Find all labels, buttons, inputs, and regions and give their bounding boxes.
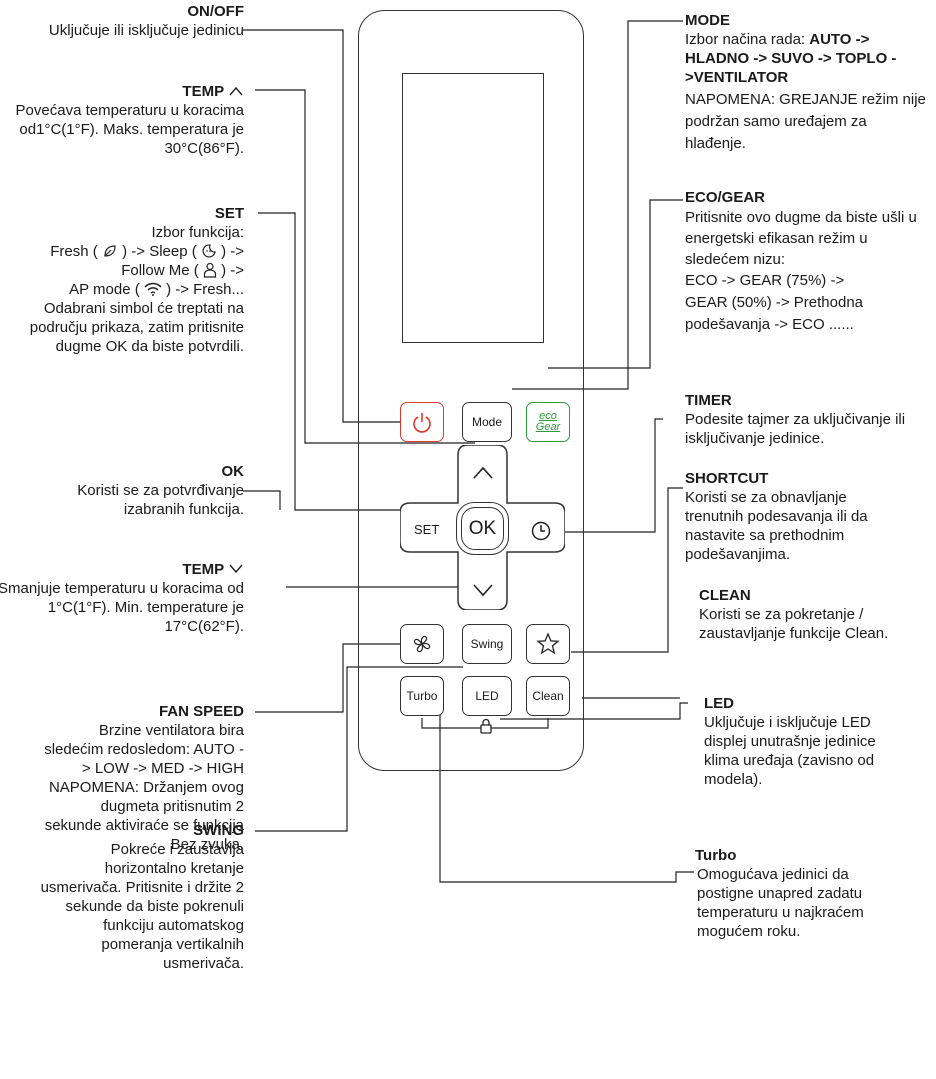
- remote-display: [402, 73, 544, 343]
- chevron-up-icon: [473, 466, 493, 479]
- note-remark: NAPOMENA: GREJANJE režim nije podržan sa…: [685, 91, 926, 152]
- note-swing: SWING Pokreće i zaustavlja horizontalno …: [29, 821, 244, 973]
- led-button[interactable]: LED: [462, 676, 512, 716]
- leaf-icon: [104, 245, 116, 257]
- note-timer: TIMER Podesite tajmer za uključivanje il…: [685, 391, 935, 448]
- set-line-5: Odabrani simbol će treptati na području …: [29, 300, 244, 355]
- mode-button[interactable]: Mode: [462, 402, 512, 442]
- note-remark: NAPOMENA: Držanjem ovog dugmeta pritisnu…: [44, 779, 244, 853]
- note-text: Koristi se za potvrđivanje izabranih fun…: [77, 482, 244, 518]
- note-title: TEMP: [0, 82, 244, 101]
- clock-icon: [531, 521, 551, 541]
- swing-button[interactable]: Swing: [462, 624, 512, 664]
- note-text: Uključuje ili isključuje jedinicu: [48, 22, 244, 39]
- star-icon: [536, 632, 560, 655]
- note-title: Turbo: [695, 847, 737, 864]
- note-title: SHORTCUT: [685, 470, 769, 487]
- set-line-4: AP mode ( ) -> Fresh...: [69, 281, 244, 298]
- temp-down-button[interactable]: [470, 580, 496, 600]
- note-shortcut: SHORTCUT Koristi se za obnavljanje trenu…: [685, 469, 885, 564]
- note-text: Podesite tajmer za uključivanje ili iskl…: [685, 411, 906, 447]
- note-temp-down: TEMP Smanjuje temperaturu u koracima od …: [0, 560, 244, 636]
- sleep-icon: [202, 244, 216, 258]
- note-clean: CLEAN Koristi se za pokretanje / zaustav…: [699, 586, 934, 643]
- note-mode: MODE Izbor načina rada: AUTO -> HLADNO -…: [685, 11, 931, 155]
- eco-text: eco: [539, 410, 557, 422]
- ok-label: OK: [461, 507, 504, 550]
- power-icon: [413, 413, 431, 433]
- note-title: TIMER: [685, 392, 732, 409]
- turbo-button[interactable]: Turbo: [400, 676, 444, 716]
- fan-icon: [413, 635, 431, 653]
- set-line-2: Fresh ( ) -> Sleep ( ) ->: [50, 243, 244, 260]
- note-title: ON/OFF: [187, 3, 244, 20]
- note-title: ECO/GEAR: [685, 189, 766, 206]
- note-text: Omogućava jedinici da postigne unapred z…: [697, 866, 864, 940]
- note-title: FAN SPEED: [158, 703, 244, 720]
- set-button[interactable]: SET: [414, 522, 440, 537]
- chevron-down-icon: [473, 584, 493, 597]
- note-ok: OK Koristi se za potvrđivanje izabranih …: [14, 462, 244, 519]
- chevron-up-icon: [229, 86, 243, 96]
- ok-button[interactable]: OK: [456, 502, 509, 555]
- note-sequence: ECO -> GEAR (75%) -> GEAR (50%) -> Preth…: [685, 272, 864, 333]
- note-temp-up: TEMP Povećava temperaturu u koracima od1…: [0, 82, 244, 158]
- note-title: SET: [214, 205, 244, 222]
- note-text: Izbor načina rada: AUTO -> HLADNO -> SUV…: [685, 31, 897, 86]
- fan-speed-button[interactable]: [400, 624, 444, 664]
- eco-gear-button[interactable]: eco Gear: [526, 402, 570, 442]
- note-text: Koristi se za obnavljanje trenutnih pode…: [685, 489, 868, 563]
- note-text: Brzine ventilatora bira sledećim redosle…: [44, 722, 244, 777]
- set-line-1: Izbor funkcija:: [151, 224, 244, 241]
- note-text: Pritisnite ovo dugme da biste ušli u ene…: [685, 209, 917, 268]
- note-text: Povećava temperaturu u koracima od1°C(1°…: [15, 102, 244, 157]
- note-turbo: Turbo Omogućava jedinici da postigne una…: [695, 846, 885, 941]
- remote-body: [358, 10, 584, 771]
- note-text: Pokreće i zaustavlja horizontalno kretan…: [40, 841, 244, 972]
- dpad[interactable]: [400, 445, 565, 610]
- note-text: Koristi se za pokretanje / zaustavljanje…: [699, 606, 889, 642]
- temp-up-button[interactable]: [470, 462, 496, 482]
- note-title: LED: [704, 695, 734, 712]
- note-text: Smanjuje temperaturu u koracima od 1°C(1…: [0, 580, 244, 635]
- note-eco-gear: ECO/GEAR Pritisnite ovo dugme da biste u…: [685, 188, 935, 336]
- note-text: Uključuje i isključuje LED displej unutr…: [704, 714, 876, 788]
- note-onoff: ON/OFF Uključuje ili isključuje jedinicu: [14, 2, 244, 40]
- note-fan-speed: FAN SPEED Brzine ventilatora bira sledeć…: [44, 702, 244, 854]
- set-line-3: Follow Me ( ) ->: [121, 262, 244, 279]
- note-title: MODE: [685, 12, 730, 29]
- lock-icon: [480, 718, 492, 734]
- person-icon: [203, 262, 217, 278]
- note-title: CLEAN: [699, 587, 751, 604]
- note-set: SET Izbor funkcija: Fresh ( ) -> Sleep (…: [0, 204, 244, 356]
- eco-gear-icon: eco Gear: [536, 411, 560, 433]
- timer-button[interactable]: [530, 520, 552, 542]
- note-led: LED Uključuje i isključuje LED displej u…: [704, 694, 894, 789]
- clean-button[interactable]: Clean: [526, 676, 570, 716]
- wifi-icon: [144, 282, 162, 296]
- power-button[interactable]: [400, 402, 444, 442]
- gear-text: Gear: [535, 421, 561, 433]
- note-title: OK: [221, 463, 245, 480]
- note-title: SWING: [193, 822, 244, 839]
- note-title: TEMP: [0, 560, 244, 579]
- chevron-down-icon: [229, 564, 243, 574]
- shortcut-button[interactable]: [526, 624, 570, 664]
